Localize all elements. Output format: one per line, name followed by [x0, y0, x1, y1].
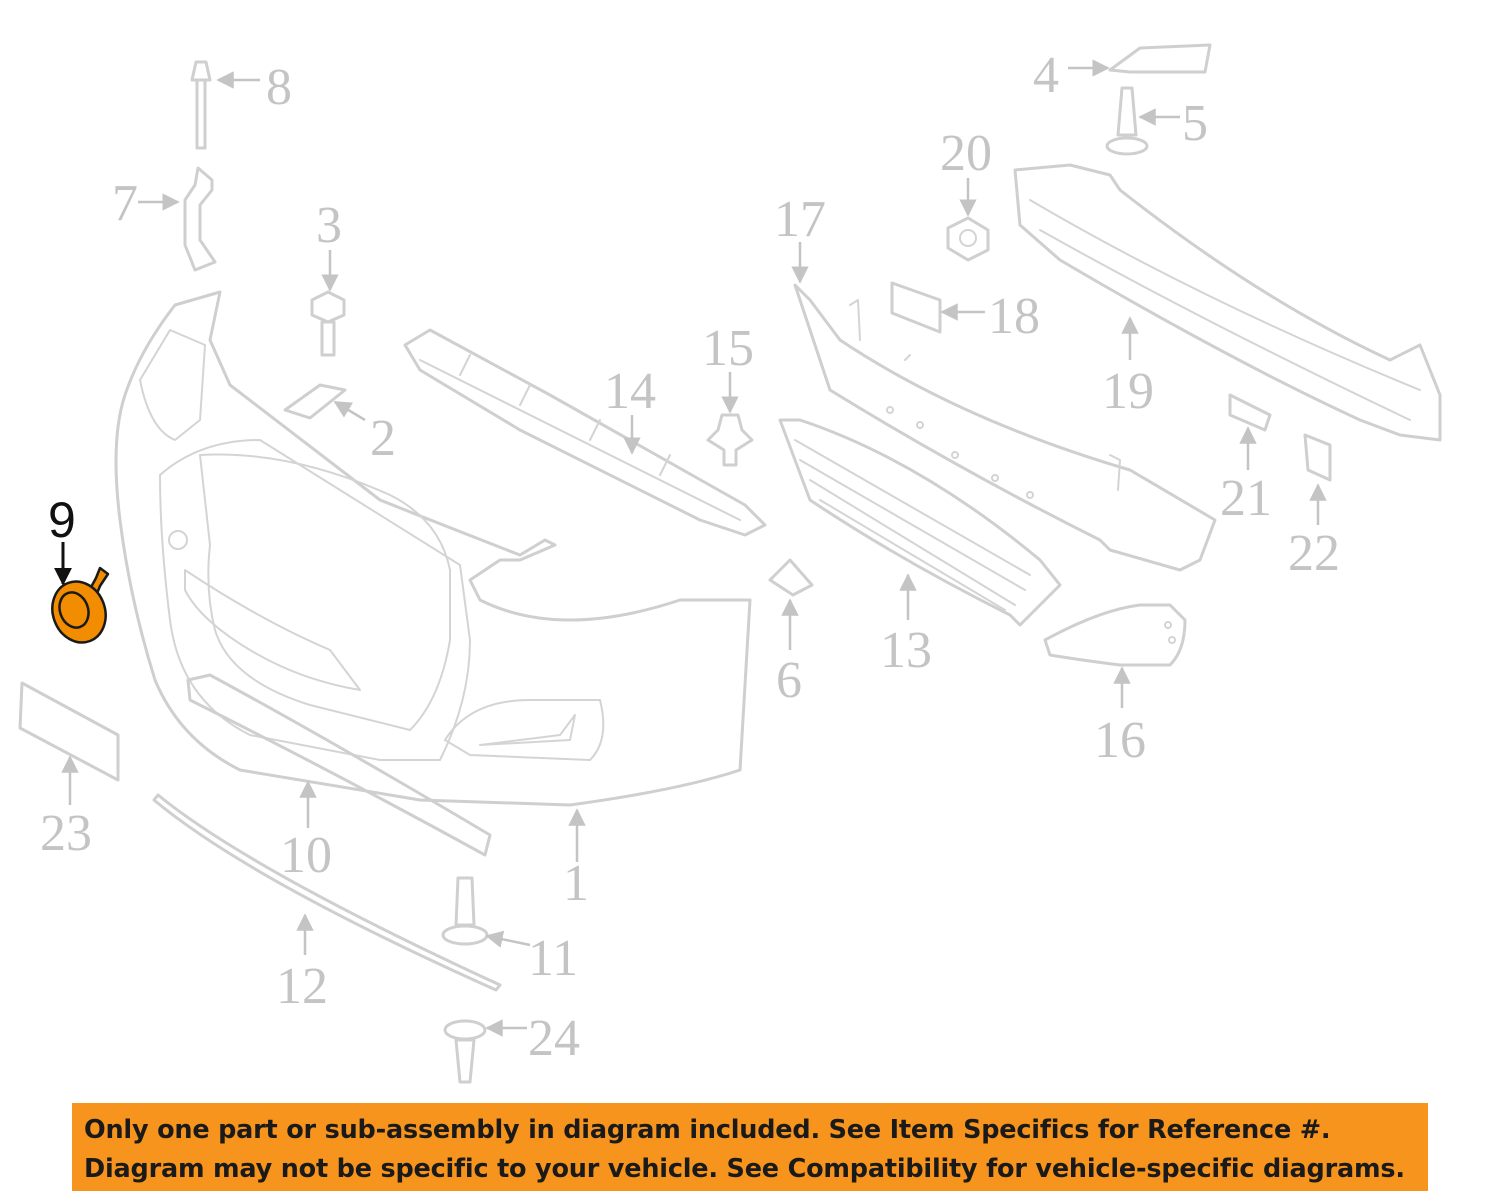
callout-20: 20 [940, 125, 992, 182]
part-4-bracket [1108, 43, 1212, 74]
notice-line-2: Diagram may not be specific to your vehi… [84, 1154, 1405, 1184]
callout-15: 15 [702, 320, 754, 377]
part-20-nut [946, 216, 990, 262]
part-2-pad [283, 383, 347, 420]
part-19-impact-beam [1013, 163, 1442, 442]
callout-4: 4 [1033, 47, 1059, 104]
part-24-screw [443, 1019, 487, 1084]
part-23-plate [18, 681, 120, 782]
callout-1: 1 [563, 855, 589, 912]
part-9-highlighted-cap[interactable] [44, 566, 114, 650]
part-14-upper-absorber [403, 328, 767, 537]
callout-16: 16 [1094, 712, 1146, 769]
callout-12: 12 [276, 958, 328, 1015]
callout-11: 11 [528, 930, 578, 987]
notice-banner: Only one part or sub-assembly in diagram… [72, 1103, 1428, 1191]
callout-14: 14 [604, 363, 656, 420]
part-12-trim-strip [152, 793, 502, 992]
callout-2: 2 [370, 410, 396, 467]
part-6-clip [768, 558, 814, 597]
part-8-pin [190, 60, 212, 150]
part-3-bolt [310, 290, 346, 357]
part-10-molding [186, 673, 492, 857]
callout-7: 7 [112, 175, 138, 232]
part-11-screw [441, 876, 489, 946]
callout-8: 8 [266, 59, 292, 116]
callout-labels: 8 7 3 2 9 23 10 1 11 12 24 14 15 6 13 17… [40, 47, 1340, 1067]
callout-13: 13 [880, 622, 932, 679]
part-17-reinforcement [793, 283, 1217, 572]
callout-18: 18 [988, 288, 1040, 345]
part-1-bumper-cover [114, 290, 752, 807]
notice-line-1: Only one part or sub-assembly in diagram… [84, 1115, 1331, 1145]
callout-19: 19 [1102, 363, 1154, 420]
part-15-push-clip [706, 413, 754, 467]
part-21-pad [1228, 393, 1272, 432]
part-22-pad [1303, 433, 1332, 482]
part-13-lower-grille [778, 418, 1062, 627]
callout-22: 22 [1288, 525, 1340, 582]
callout-24: 24 [528, 1010, 580, 1067]
callout-5: 5 [1182, 95, 1208, 152]
callout-21: 21 [1220, 470, 1272, 527]
callout-3: 3 [316, 197, 342, 254]
part-7-bracket [183, 166, 217, 272]
part-16-fog-bezel [1043, 603, 1187, 667]
part-5-screw [1105, 86, 1149, 156]
callout-6: 6 [776, 652, 802, 709]
callout-10: 10 [280, 827, 332, 884]
leader-lines [54, 59, 1327, 1037]
callout-9: 9 [48, 492, 76, 548]
callout-23: 23 [40, 805, 92, 862]
part-18-pad [890, 281, 942, 334]
callout-17: 17 [774, 191, 826, 248]
